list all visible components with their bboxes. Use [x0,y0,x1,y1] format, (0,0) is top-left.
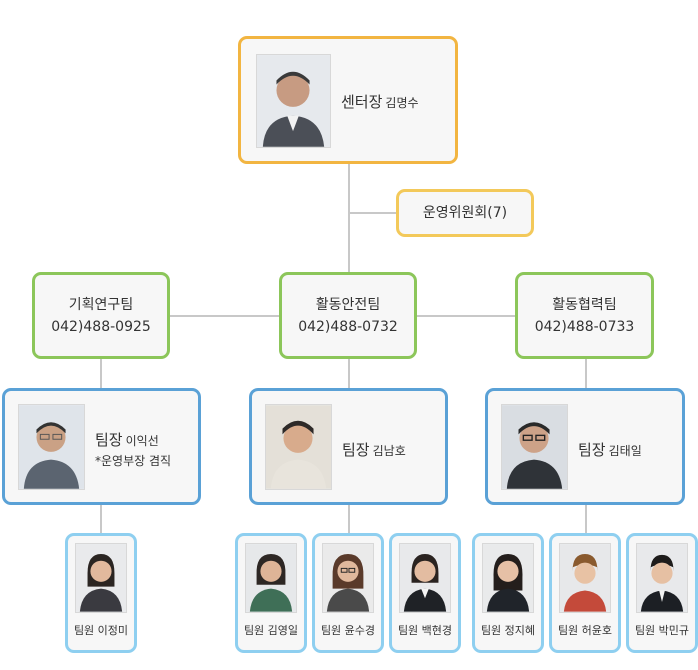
member-photo [636,543,688,613]
member-name: 팀원 정지혜 [480,624,536,637]
connector-leader2-down [348,503,350,536]
member-card: 팀원 백현경 [389,533,461,653]
connector-team2-down [348,357,350,390]
team-phone: 042)488-0733 [534,318,635,335]
leader-name: 이익선 [125,434,159,448]
member-photo [559,543,611,613]
member-photo [245,543,297,613]
team-name: 활동안전팀 [315,296,381,313]
member-card: 팀원 김영일 [235,533,307,653]
director-role: 센터장 [341,93,383,111]
leader-role: 팀장 [95,431,123,449]
leader-photo [501,404,568,490]
connector-leader1-down [100,503,102,536]
committee-label: 운영위원회(7) [422,205,508,221]
team-phone: 042)488-0732 [298,318,398,335]
team-box-planning: 기획연구팀 042)488-0925 [32,272,170,359]
committee-box: 운영위원회(7) [396,189,534,237]
director-name: 김명수 [385,96,419,110]
member-name: 팀원 윤수경 [320,624,376,637]
member-name: 팀원 박민규 [634,624,690,637]
member-card: 팀원 윤수경 [312,533,384,653]
connector-team1-down [100,357,102,390]
member-card: 팀원 허윤호 [549,533,621,653]
member-photo [399,543,451,613]
member-name: 팀원 백현경 [397,624,453,637]
leader-name: 김남호 [372,444,406,458]
connector-committee [348,212,398,214]
connector-team3-down [585,357,587,390]
team-box-cooperation: 활동협력팀 042)488-0733 [515,272,654,359]
member-photo [482,543,534,613]
leader-photo [18,404,85,490]
director-photo [256,54,331,148]
team-box-safety: 활동안전팀 042)488-0732 [279,272,417,359]
team-phone: 042)488-0925 [51,318,151,335]
leader-photo [265,404,332,490]
member-photo [75,543,127,613]
leader-note: *운영부장 겸직 [95,454,172,468]
member-card: 팀원 박민규 [626,533,698,653]
member-name: 팀원 김영일 [243,624,299,637]
member-card: 팀원 정지혜 [472,533,544,653]
member-name: 팀원 이정미 [73,624,129,637]
team-name: 활동협력팀 [552,296,617,313]
leader-role: 팀장 [342,441,370,459]
member-card: 팀원 이정미 [65,533,137,653]
connector-leader3-down [585,503,587,536]
member-name: 팀원 허윤호 [557,624,613,637]
leader-role: 팀장 [578,441,606,459]
connector-director-down [348,162,350,273]
member-photo [322,543,374,613]
leader-name: 김태일 [608,444,642,458]
team-name: 기획연구팀 [68,296,134,313]
